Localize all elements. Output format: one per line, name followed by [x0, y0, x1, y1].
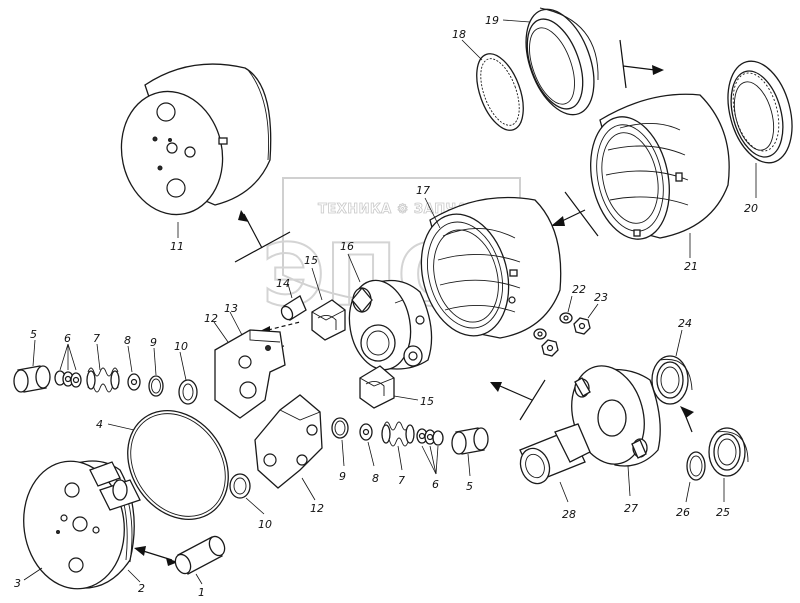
label-12-lower: 12 — [310, 502, 324, 515]
part-16-carrier — [348, 279, 433, 371]
part-19-seal — [525, 7, 599, 116]
label-23: 23 — [594, 291, 608, 304]
part-10-washer-left — [178, 379, 198, 405]
part-12-cam-upper — [214, 329, 286, 419]
label-7-right: 7 — [398, 474, 405, 487]
label-13: 13 — [224, 302, 238, 315]
label-15-lower: 15 — [420, 395, 434, 408]
part-28-sleeve — [519, 423, 591, 485]
label-14: 14 — [276, 277, 290, 290]
part-21-housing — [590, 93, 730, 240]
part-15-block-upper — [311, 299, 346, 341]
part-9-ring-right — [331, 417, 349, 439]
label-10-left: 10 — [174, 340, 188, 353]
label-10-lower: 10 — [258, 518, 272, 531]
part-9-ring-left — [148, 375, 164, 397]
part-5-plug-right — [451, 427, 489, 455]
part-1-pin — [174, 535, 226, 575]
label-2: 2 — [138, 582, 145, 595]
part-25-bearing — [708, 427, 749, 477]
part-17-ring-drum — [420, 196, 562, 339]
label-25: 25 — [716, 506, 730, 519]
label-8-right: 8 — [372, 472, 379, 485]
part-8-washer-left — [127, 373, 141, 391]
part-3-flange — [23, 460, 141, 590]
label-6-right: 6 — [432, 478, 439, 491]
label-5-left: 5 — [30, 328, 37, 341]
label-22: 22 — [572, 283, 586, 296]
part-6-balls-left — [54, 370, 82, 388]
label-11: 11 — [170, 240, 184, 253]
part-18-snap-ring — [476, 53, 524, 131]
label-4: 4 — [96, 418, 103, 431]
label-18: 18 — [452, 28, 466, 41]
part-24-bearing — [651, 355, 693, 405]
part-8-washer-right — [359, 423, 373, 441]
label-9-right: 9 — [339, 470, 346, 483]
part-23-nut — [573, 317, 591, 335]
label-21: 21 — [684, 260, 698, 273]
part-7-spring-left — [86, 367, 120, 393]
part-4-o-ring — [127, 410, 229, 520]
label-17: 17 — [416, 184, 430, 197]
label-19: 19 — [485, 14, 499, 27]
part-15-block-lower — [359, 365, 395, 409]
label-20: 20 — [744, 202, 758, 215]
label-7-left: 7 — [93, 332, 100, 345]
part-11-cover — [120, 63, 272, 216]
part-27-flange — [571, 365, 661, 467]
label-1: 1 — [198, 586, 205, 599]
label-16: 16 — [340, 240, 354, 253]
label-28: 28 — [562, 508, 576, 521]
label-12-upper: 12 — [204, 312, 218, 325]
label-15-upper: 15 — [304, 254, 318, 267]
part-5-plug-left — [13, 365, 51, 393]
label-6-left: 6 — [64, 332, 71, 345]
part-6-balls-right — [416, 428, 444, 446]
label-27: 27 — [624, 502, 638, 515]
part-22-washer — [559, 312, 573, 324]
part-14-pin — [280, 295, 307, 321]
label-26: 26 — [676, 506, 690, 519]
part-12-cam-lower — [254, 394, 323, 489]
label-9-left: 9 — [150, 336, 157, 349]
small-nuts-cluster — [533, 328, 559, 357]
part-20-bearing — [727, 60, 793, 164]
label-24: 24 — [678, 317, 692, 330]
part-7-spring-right — [381, 421, 415, 447]
part-26-ring — [686, 451, 706, 481]
label-5-right: 5 — [466, 480, 473, 493]
part-10-washer-lower — [229, 473, 251, 499]
label-8-left: 8 — [124, 334, 131, 347]
label-3: 3 — [14, 577, 21, 590]
